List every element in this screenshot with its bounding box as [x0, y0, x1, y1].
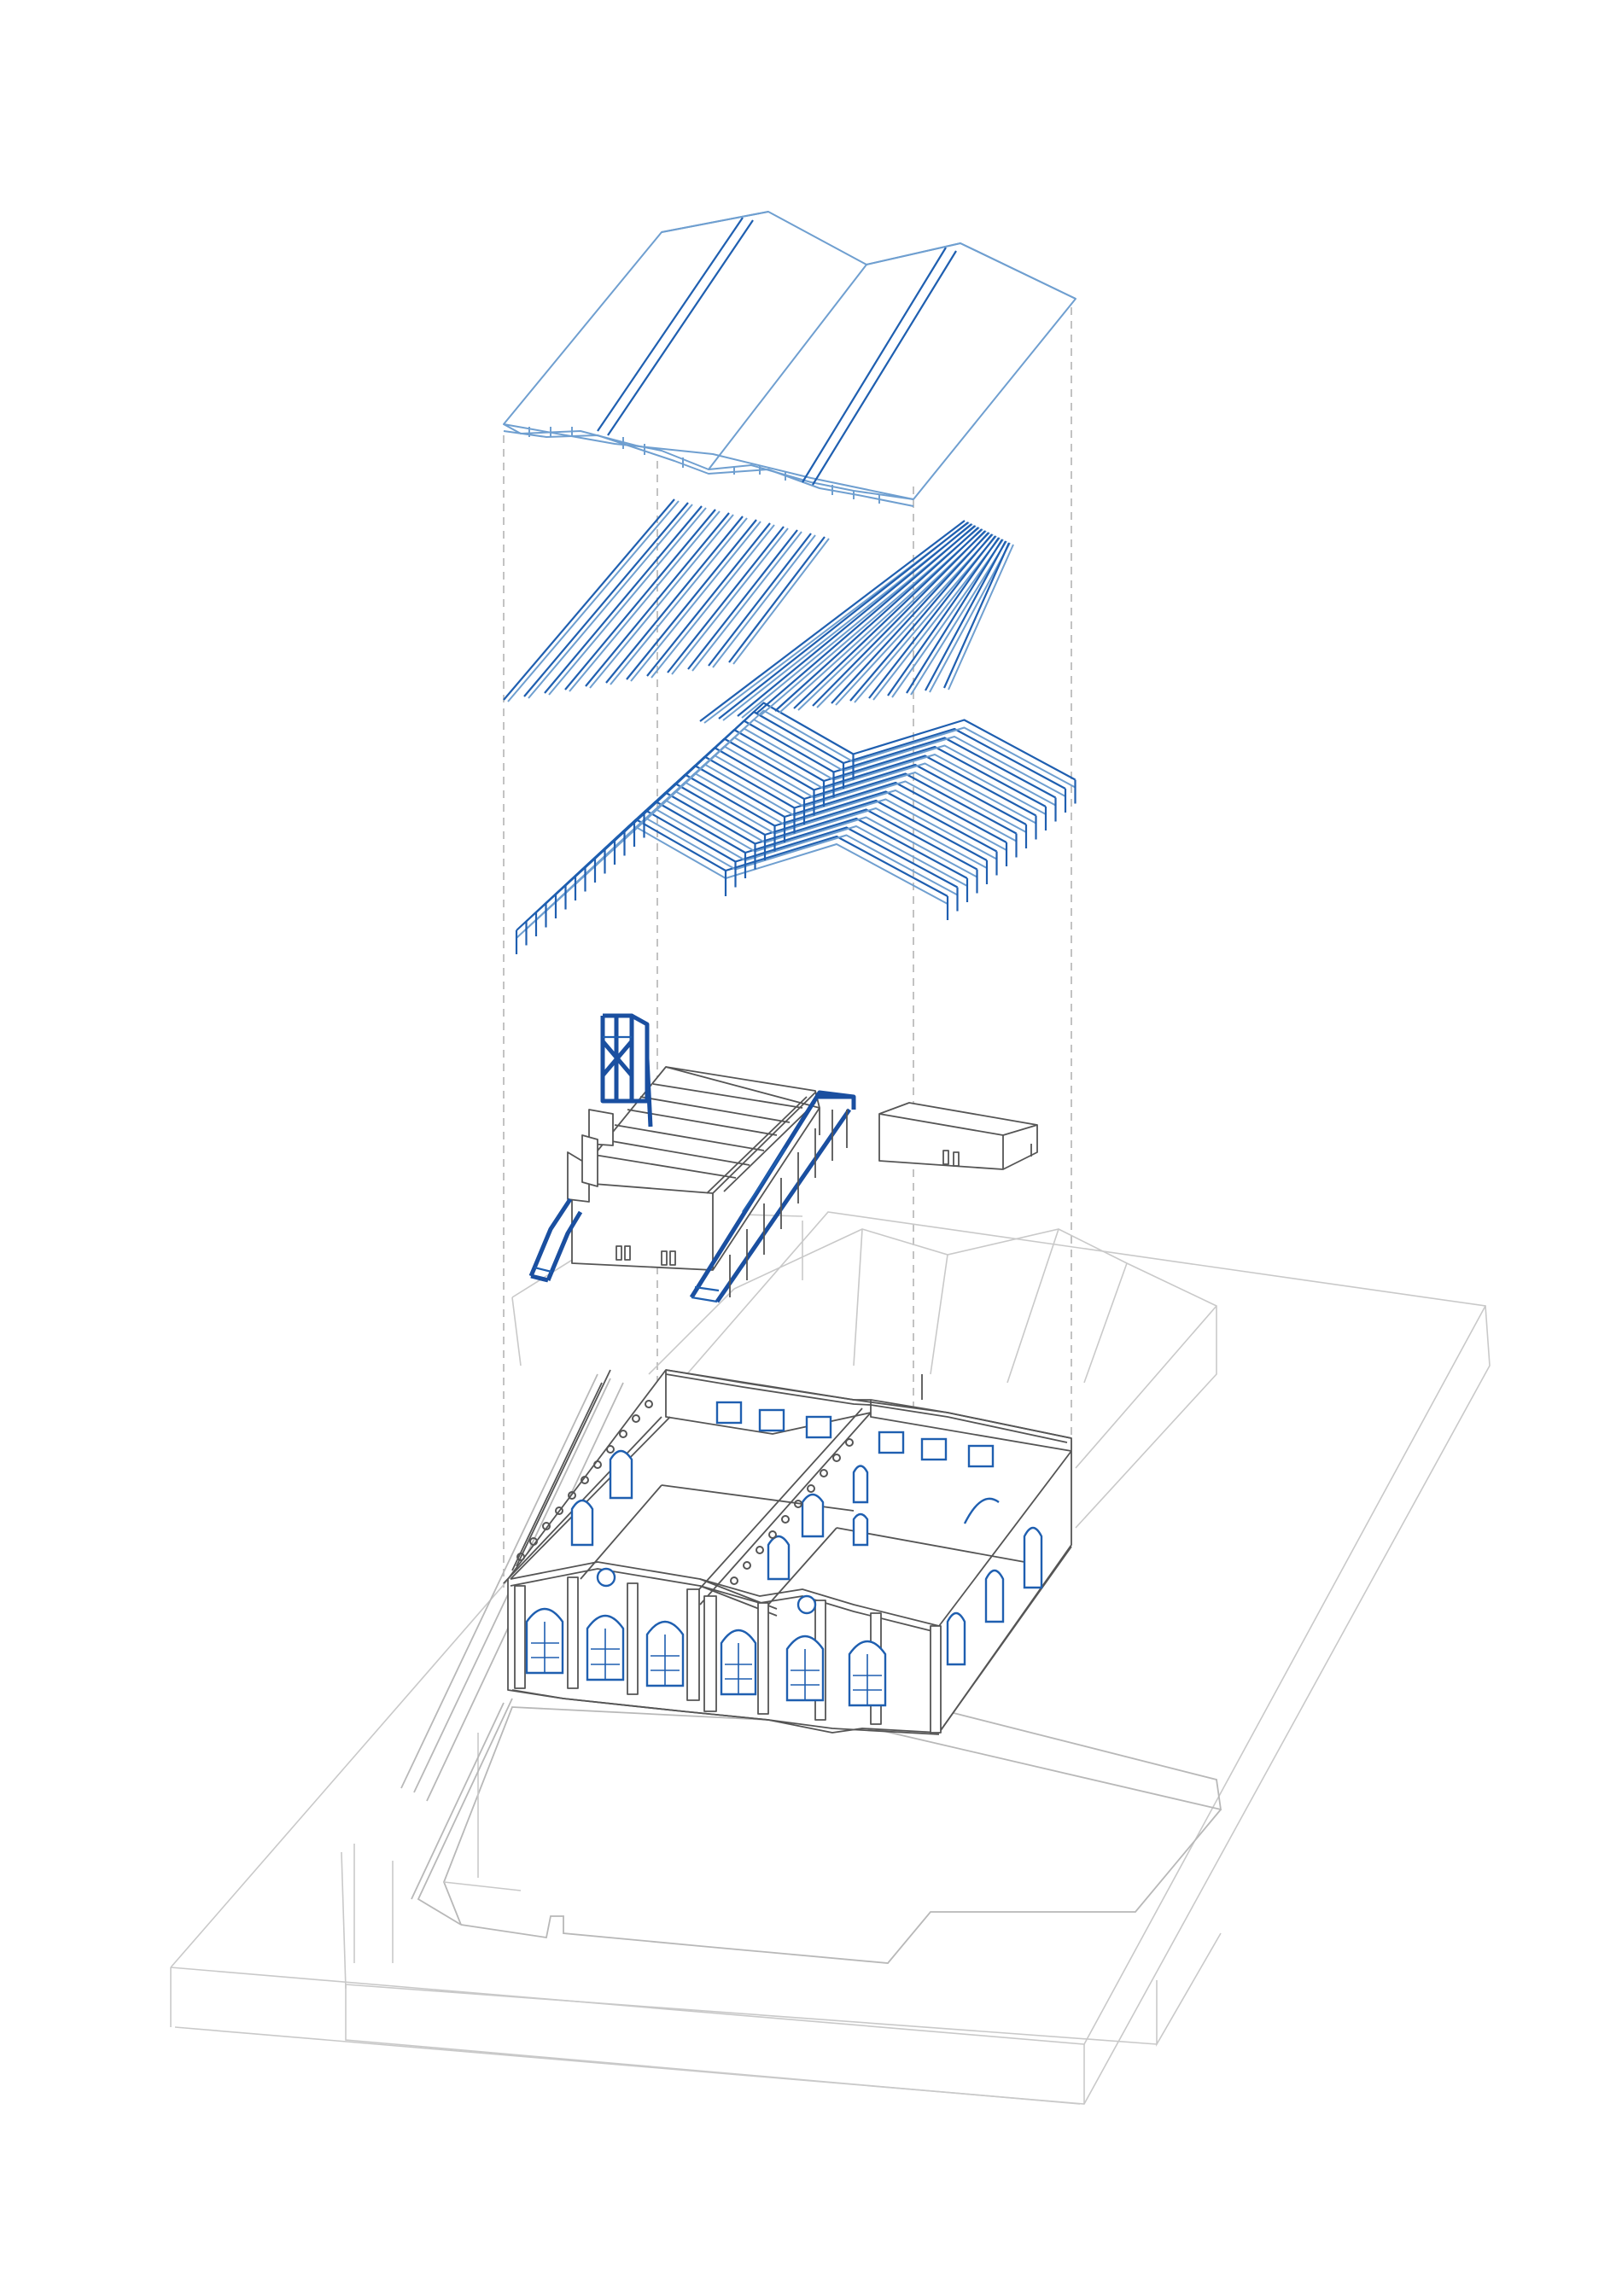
purlin — [523, 502, 689, 697]
purlin — [585, 512, 730, 687]
purlin — [906, 539, 1003, 694]
purlin-edge — [872, 537, 1001, 701]
truss-frame — [516, 818, 948, 931]
roof-purlins — [503, 498, 1014, 724]
purlin — [718, 522, 969, 720]
purlin-edge — [929, 542, 1011, 693]
purlin-edge — [712, 534, 816, 668]
purlin — [887, 537, 1000, 696]
purlin-edge — [910, 540, 1007, 696]
purlin-edge — [610, 517, 748, 685]
purlin — [728, 536, 826, 663]
purlin-edge — [651, 524, 775, 679]
purlin — [687, 529, 798, 670]
purlin — [605, 516, 744, 684]
left-stair — [528, 1198, 583, 1283]
purlin — [737, 523, 972, 717]
purlin — [849, 533, 993, 702]
purlin — [942, 542, 1011, 689]
purlin-edge — [948, 544, 1014, 691]
purlin-edge — [507, 500, 680, 702]
purlin — [544, 505, 703, 694]
roof-cladding — [503, 211, 1076, 507]
existing-building — [503, 1369, 1072, 1735]
purlin — [812, 530, 986, 707]
purlin — [564, 509, 716, 691]
facade-windows — [525, 1607, 887, 1707]
purlin — [831, 532, 989, 704]
arcade-dots — [516, 1400, 854, 1585]
purlin — [699, 520, 966, 722]
purlin — [756, 525, 976, 714]
inserted-volumes — [528, 1013, 1038, 1303]
volume-roof-lines — [588, 1083, 816, 1194]
purlin — [667, 526, 785, 673]
purlin — [646, 522, 771, 677]
roof-trusses — [515, 702, 1076, 954]
purlin-edge — [732, 538, 830, 665]
stair-tower — [600, 1013, 653, 1128]
front-ribs — [528, 427, 880, 504]
walkway-and-stair — [689, 1090, 856, 1303]
purlin — [708, 533, 812, 667]
purlin — [626, 519, 757, 680]
purlin-edge — [569, 510, 721, 692]
purlin-edge — [548, 507, 707, 696]
purlin-edge — [630, 521, 761, 682]
purlin — [774, 527, 979, 712]
purlin — [793, 528, 983, 709]
purlin-edge — [891, 539, 1004, 698]
purlin — [925, 540, 1006, 691]
purlin-edge — [528, 504, 693, 699]
purlin — [868, 535, 996, 699]
purlin — [503, 498, 675, 701]
facade-pilasters — [514, 1576, 942, 1734]
purlin-edge — [589, 514, 734, 689]
purlin-edge — [671, 527, 789, 675]
truss-chord — [516, 826, 948, 939]
purlin-edge — [691, 531, 802, 672]
